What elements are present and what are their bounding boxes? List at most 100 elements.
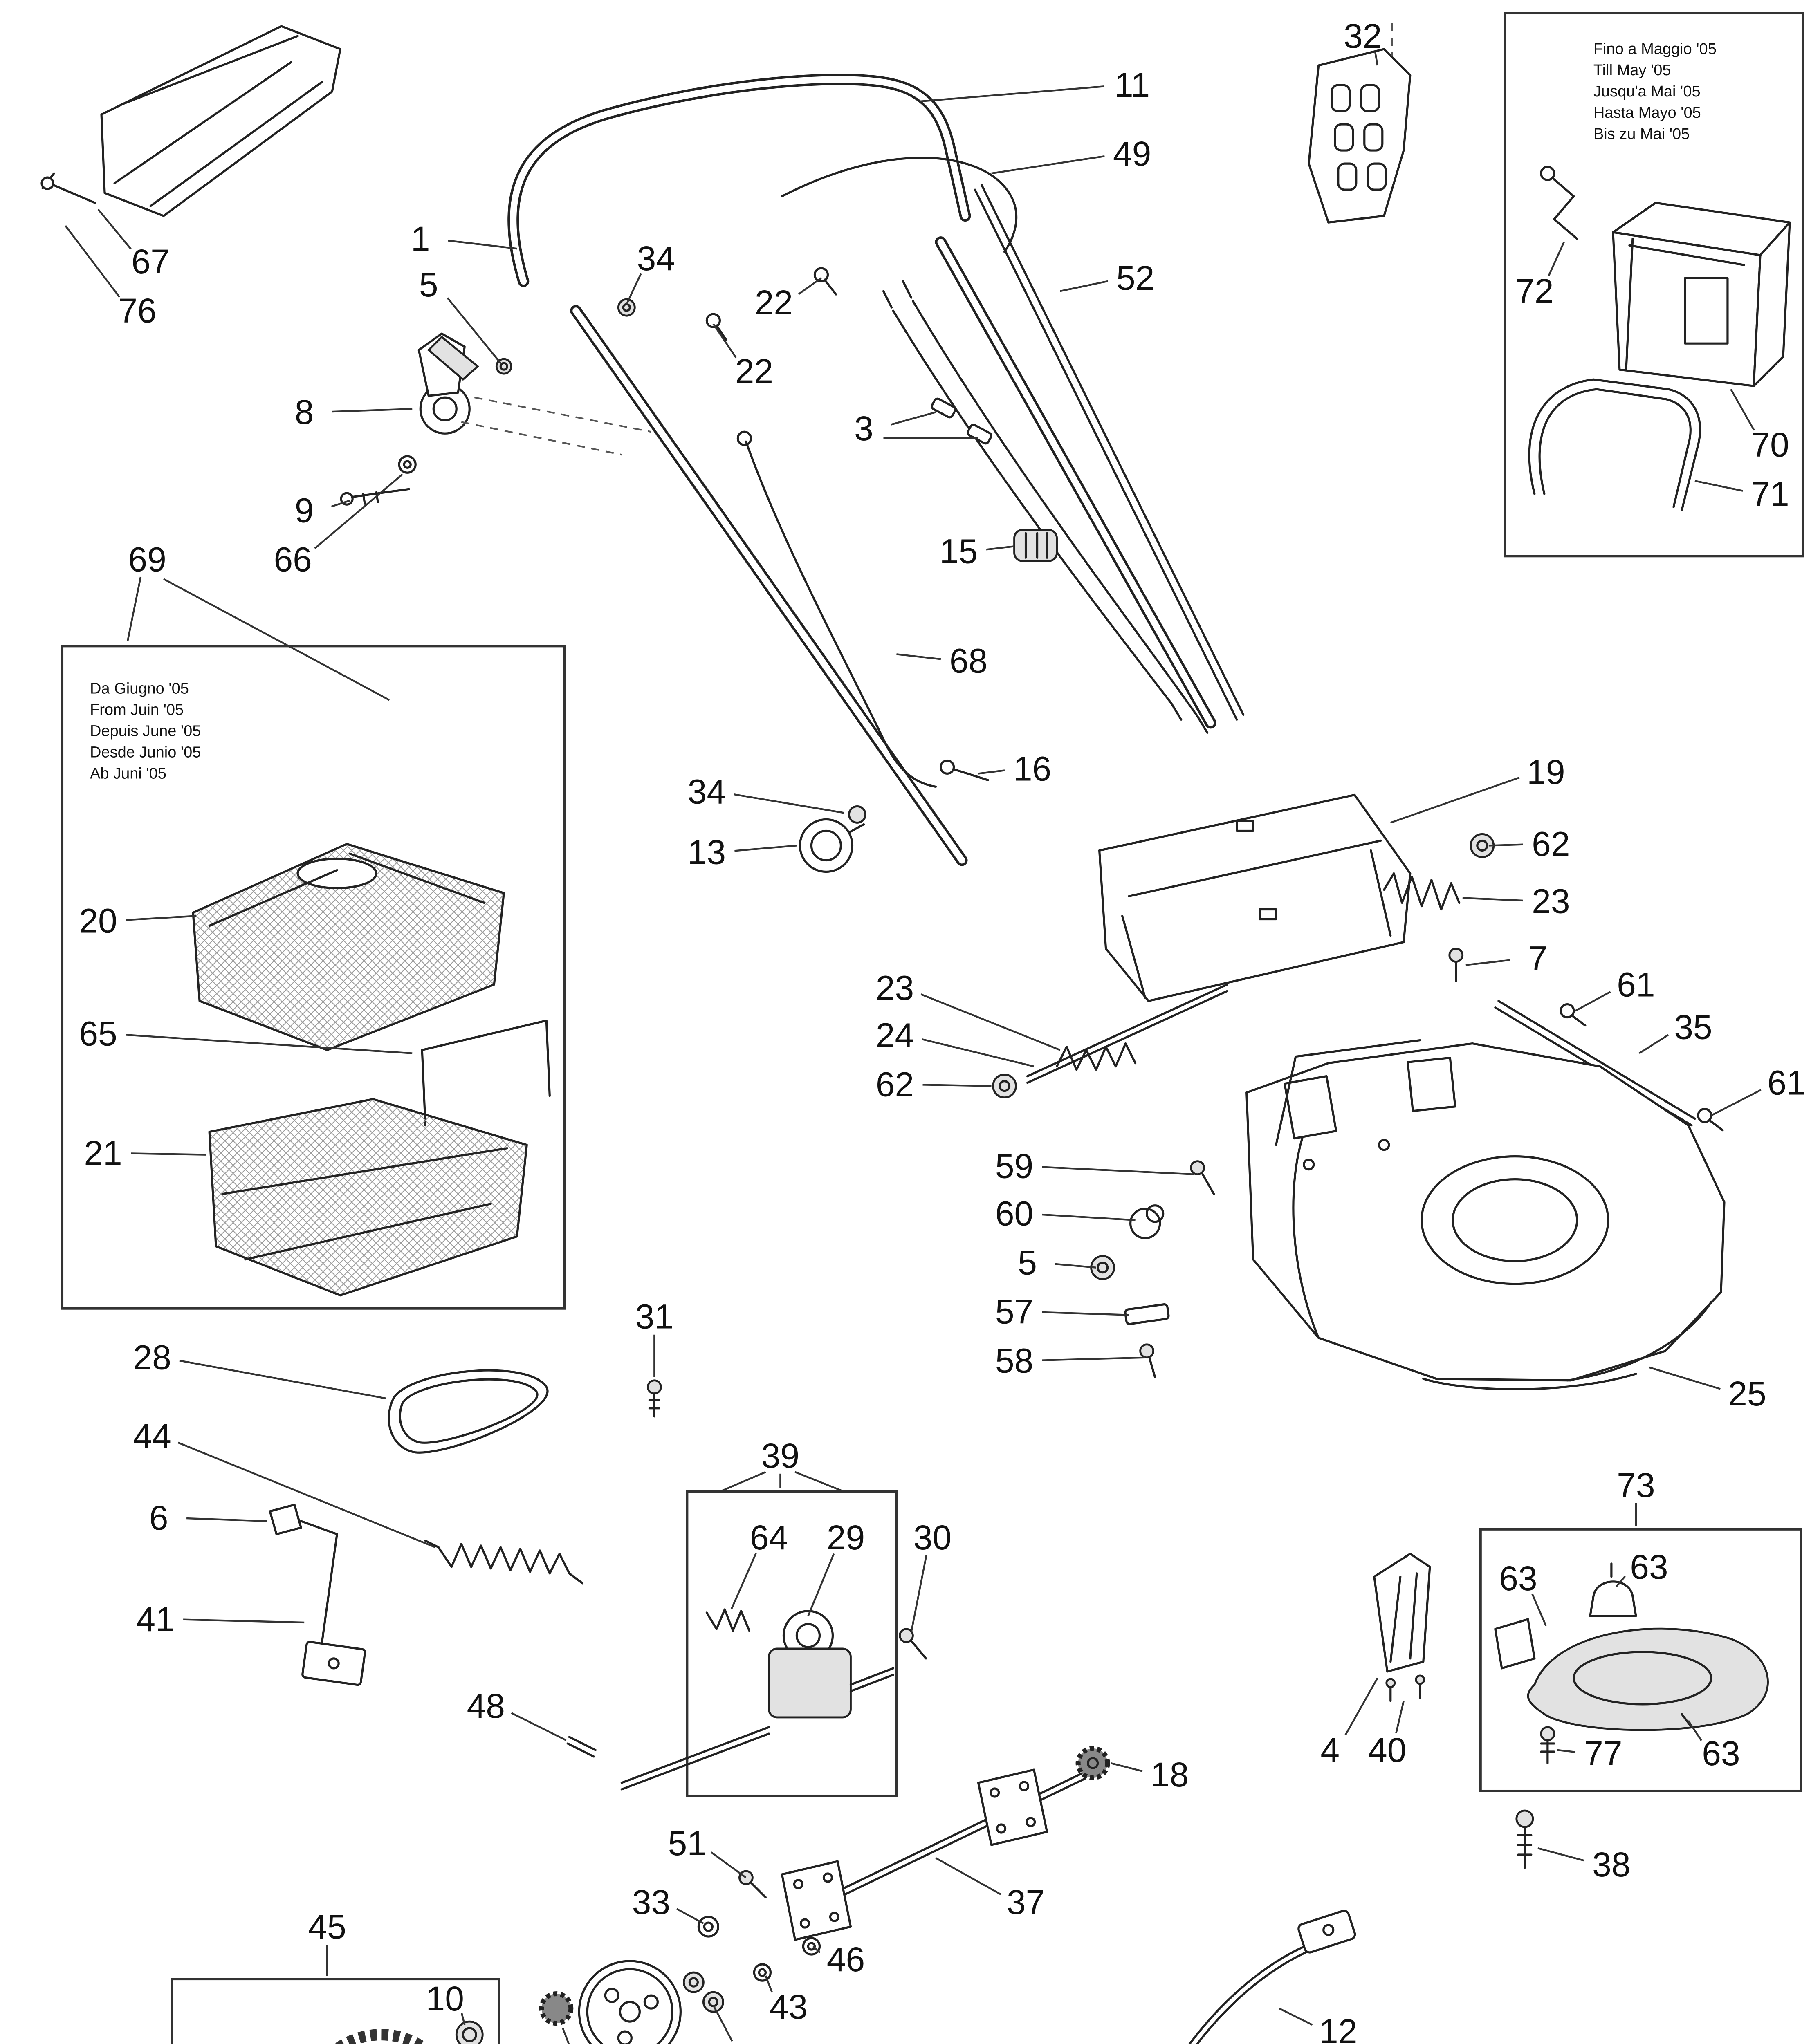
part-label-20: 20 bbox=[79, 902, 117, 940]
leader-line-1 bbox=[448, 240, 517, 250]
leader-line-77 bbox=[1557, 1749, 1576, 1753]
callout-box-69 bbox=[61, 645, 566, 1310]
leader-line-21 bbox=[131, 1152, 206, 1156]
leader-line-16 bbox=[978, 769, 1005, 775]
part-label-5: 5 bbox=[1018, 1244, 1037, 1282]
nut-62-left bbox=[992, 1074, 1017, 1099]
screw-22a bbox=[813, 267, 829, 282]
note-line: Till May '05 bbox=[1593, 62, 1671, 81]
part-label-51: 51 bbox=[668, 1824, 706, 1862]
leader-line-51 bbox=[710, 1851, 747, 1878]
spring-23-left bbox=[1055, 1042, 1137, 1071]
axle-assembly-37 bbox=[697, 1746, 1110, 2013]
part-label-35: 35 bbox=[1674, 1008, 1712, 1047]
part-label-72: 72 bbox=[1515, 272, 1553, 310]
leader-line-69 bbox=[126, 576, 142, 641]
catcher-lid-20 bbox=[192, 843, 505, 1051]
part-label-34: 34 bbox=[688, 772, 726, 811]
front-wheel-box-45 bbox=[171, 1978, 500, 2044]
part-label-25: 25 bbox=[1728, 1374, 1766, 1413]
leader-line-23 bbox=[1462, 897, 1523, 902]
pin-48 bbox=[566, 1736, 597, 1758]
catcher-body-21 bbox=[208, 1098, 528, 1297]
leader-line-18 bbox=[1111, 1762, 1143, 1772]
plate-57 bbox=[1124, 1303, 1170, 1325]
leader-line-72 bbox=[1548, 242, 1565, 276]
bracket-32 bbox=[1308, 23, 1412, 224]
leader-line-24 bbox=[922, 1038, 1035, 1067]
extra-leaders bbox=[163, 437, 978, 1493]
part-label-1: 1 bbox=[411, 220, 430, 258]
bolt-38 bbox=[1515, 1809, 1534, 1869]
note-june: Da Giugno '05 From Juin '05 Depuis June … bbox=[90, 679, 201, 785]
leader-line-52 bbox=[1060, 280, 1109, 292]
part-label-44: 44 bbox=[133, 1417, 171, 1455]
part-label-24: 24 bbox=[876, 1016, 914, 1055]
leader-line-44 bbox=[177, 1441, 436, 1548]
part-label-33: 33 bbox=[632, 1883, 670, 1921]
note-line: Bis zu Mai '05 bbox=[1593, 126, 1690, 144]
part-label-5: 5 bbox=[419, 265, 438, 304]
leader-line-61 bbox=[1710, 1089, 1762, 1116]
bolt-16 bbox=[951, 767, 990, 782]
leader-line-71 bbox=[1694, 480, 1743, 492]
clutch-cable-12 bbox=[1188, 1910, 1356, 2044]
leader-line-20 bbox=[126, 915, 197, 921]
leader-line-63 bbox=[1531, 1594, 1547, 1626]
part-label-66: 66 bbox=[274, 540, 312, 578]
leader-line-13 bbox=[734, 845, 797, 852]
leader-line-40 bbox=[1395, 1701, 1405, 1733]
part-label-28: 28 bbox=[133, 1338, 171, 1377]
note-line: Fino a Maggio '05 bbox=[1593, 41, 1717, 59]
leader-line-43 bbox=[765, 1975, 773, 1993]
grass-bag-group bbox=[1528, 166, 1791, 511]
part-label-58: 58 bbox=[995, 1342, 1033, 1380]
part-label-47: 47 bbox=[193, 2037, 231, 2044]
leader-line-68 bbox=[896, 653, 941, 660]
screw-7 bbox=[1448, 948, 1464, 983]
leader-line-67 bbox=[97, 208, 132, 250]
clip-6 bbox=[269, 1504, 302, 1535]
drive-belt-28 bbox=[388, 1369, 549, 1454]
leader-line-70 bbox=[1730, 389, 1755, 431]
note-line: From Juin '05 bbox=[90, 702, 184, 720]
part-label-76: 76 bbox=[118, 291, 156, 330]
part-label-59: 59 bbox=[995, 1147, 1033, 1186]
part-label-30: 30 bbox=[913, 1518, 952, 1557]
leader-line-32 bbox=[1374, 52, 1378, 66]
leader-line-12 bbox=[1279, 2008, 1313, 2026]
wheel-tire-45 bbox=[334, 2029, 429, 2044]
note-may: Fino a Maggio '05 Till May '05 Jusqu'a M… bbox=[1593, 39, 1717, 146]
leader-line-76 bbox=[65, 225, 120, 298]
pinion-18 bbox=[1075, 1746, 1110, 1780]
leader-line-57 bbox=[1042, 1311, 1129, 1316]
leader-line-46 bbox=[812, 1945, 821, 1954]
part-label-3: 3 bbox=[854, 409, 873, 448]
deflector-chute bbox=[40, 25, 341, 217]
deck-hardware bbox=[1090, 1160, 1215, 1378]
bolt-76 bbox=[40, 176, 54, 190]
leader-line-29 bbox=[807, 1553, 835, 1616]
bag-frame-71 bbox=[1528, 378, 1701, 511]
part-label-62: 62 bbox=[876, 1065, 914, 1104]
part-label-8: 8 bbox=[295, 393, 314, 431]
callout-box-may bbox=[1504, 12, 1804, 558]
engage-rod-41 bbox=[269, 1504, 366, 1686]
leader-line-62 bbox=[922, 1084, 992, 1087]
leader-line-8 bbox=[332, 408, 413, 413]
part-label-16: 16 bbox=[1013, 749, 1051, 788]
note-line: Jusqu'a Mai '05 bbox=[1593, 83, 1701, 102]
leader-line-41 bbox=[183, 1618, 305, 1624]
belt-cover-plate bbox=[1527, 1627, 1769, 1731]
door-rod-spring bbox=[992, 983, 1228, 1099]
part-label-68: 68 bbox=[949, 641, 987, 680]
spring-64 bbox=[705, 1608, 751, 1632]
height-lever-4 bbox=[1373, 1553, 1431, 1702]
axle-plate-left bbox=[781, 1860, 852, 1941]
part-label-22: 22 bbox=[735, 352, 773, 390]
part-label-38: 38 bbox=[1592, 1845, 1630, 1884]
part-label-67: 67 bbox=[131, 242, 169, 281]
belt-cover-box-73 bbox=[1479, 1528, 1802, 1792]
leader-line-63 bbox=[1616, 1576, 1626, 1587]
throttle-lever bbox=[427, 335, 479, 381]
